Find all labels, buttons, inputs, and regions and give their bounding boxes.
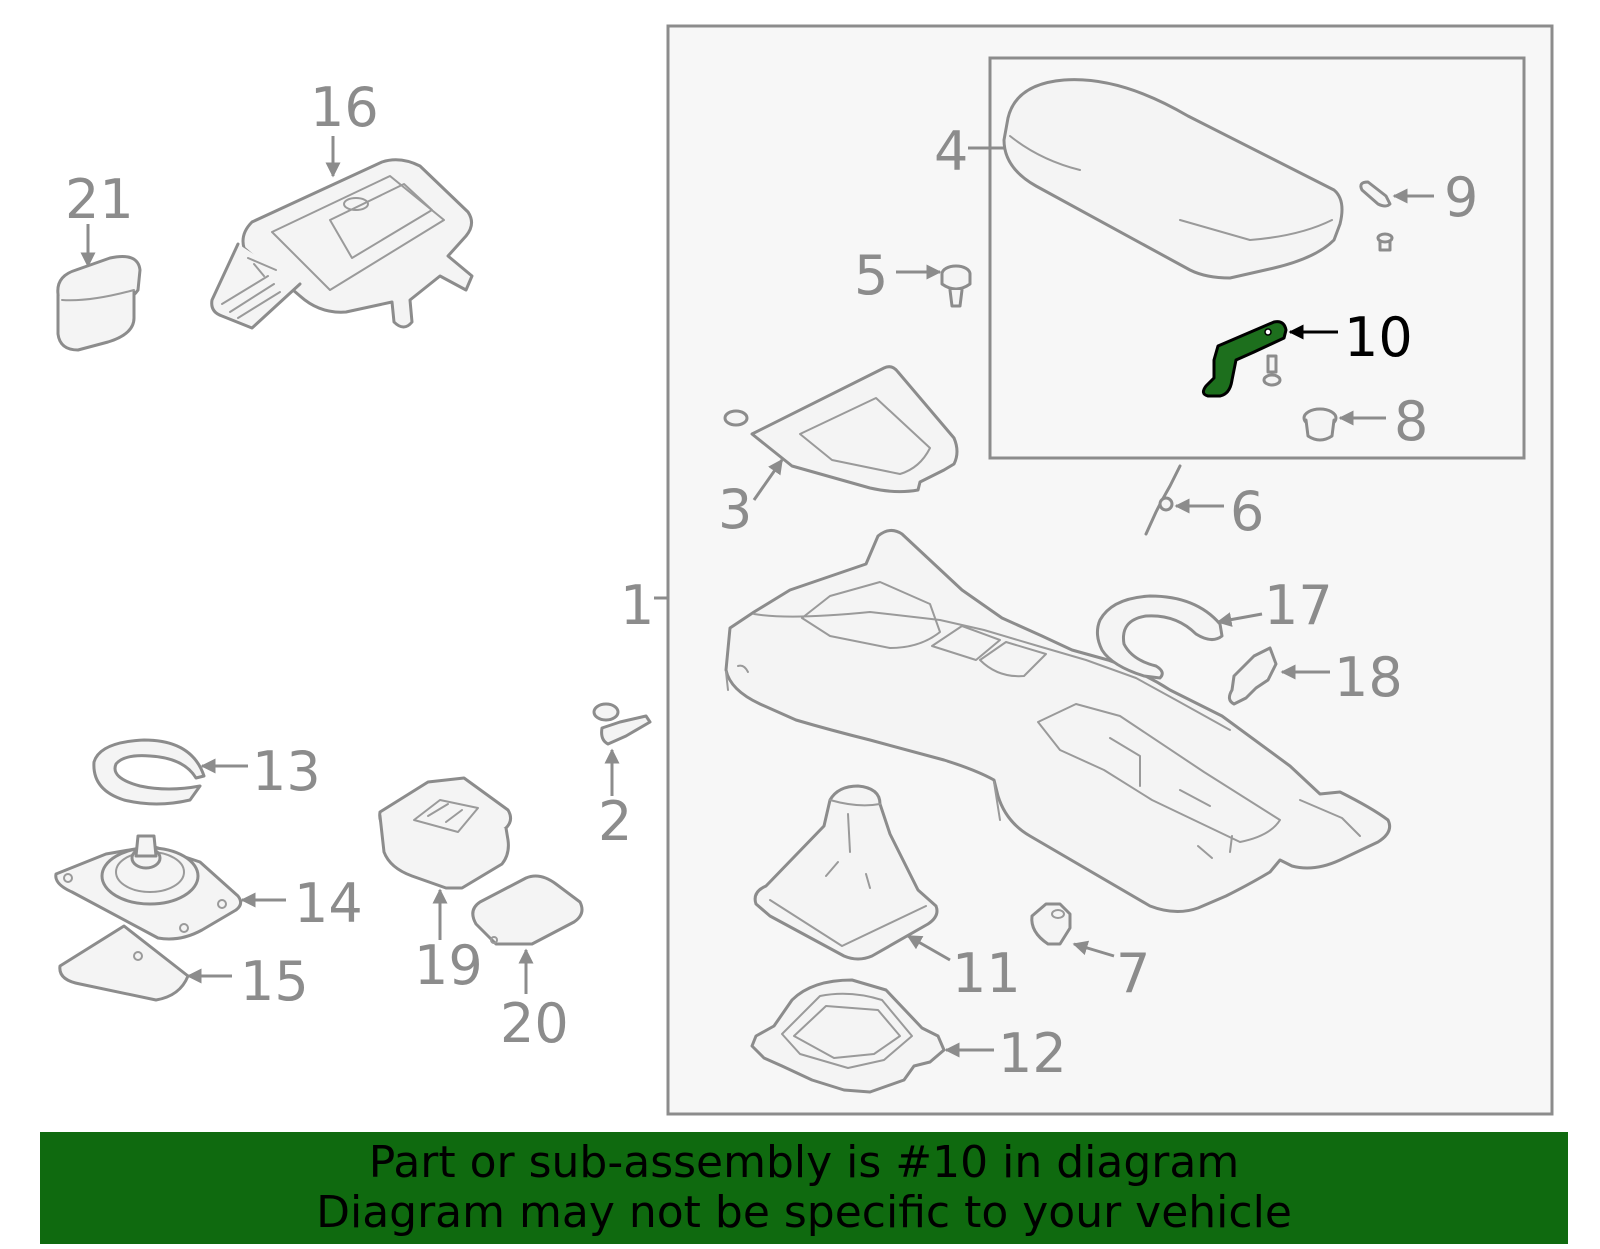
part-20-lid[interactable] (471, 874, 584, 946)
part-9-clip[interactable] (1359, 180, 1394, 252)
part-19-tray[interactable] (378, 776, 513, 890)
part-12-bezel[interactable] (750, 978, 946, 1094)
part-4-armrest-lid[interactable] (1002, 78, 1344, 280)
part-13-ring[interactable] (92, 738, 206, 806)
callout-9: 9 (1444, 166, 1478, 229)
callout-14: 14 (294, 872, 363, 935)
callout-2: 2 (598, 790, 632, 853)
callout-1: 1 (620, 574, 654, 637)
leader-17 (1216, 612, 1263, 627)
callout-21: 21 (65, 168, 134, 231)
part-18-plate[interactable] (1227, 646, 1278, 706)
callout-15: 15 (240, 950, 309, 1013)
callout-19: 19 (414, 934, 483, 997)
part-3-panel[interactable] (723, 365, 959, 494)
callout-17: 17 (1264, 574, 1333, 637)
callout-20: 20 (500, 992, 569, 1055)
part-5-bolt[interactable] (940, 264, 972, 308)
part-14-shift-base[interactable] (54, 834, 243, 941)
part-17-boot-ring[interactable] (1095, 594, 1224, 680)
callout-3: 3 (718, 478, 752, 541)
part-7-clip[interactable] (1030, 902, 1072, 946)
banner-line-2: Diagram may not be specific to your vehi… (316, 1187, 1292, 1238)
callout-12: 12 (998, 1022, 1067, 1085)
callout-18: 18 (1334, 646, 1403, 709)
part-6-wire[interactable] (1144, 464, 1182, 536)
part-2-screw[interactable] (592, 702, 652, 746)
callout-8: 8 (1394, 390, 1428, 453)
callout-16: 16 (310, 76, 379, 139)
part-15-plate[interactable] (58, 924, 190, 1002)
callout-7: 7 (1116, 942, 1150, 1005)
callout-11: 11 (952, 942, 1021, 1005)
callout-13: 13 (252, 740, 321, 803)
part-8-grommet[interactable] (1302, 407, 1338, 442)
banner-line-1: Part or sub-assembly is #10 in diagram (368, 1137, 1240, 1188)
part-11-shift-boot[interactable] (753, 784, 939, 961)
part-21-cap[interactable] (56, 255, 142, 352)
callout-10: 10 (1344, 306, 1413, 369)
info-banner: Part or sub-assembly is #10 in diagram D… (40, 1132, 1568, 1244)
leader-11 (906, 934, 951, 962)
callout-4: 4 (934, 120, 968, 183)
callout-5: 5 (854, 244, 888, 307)
part-10-bracket[interactable] (1201, 320, 1288, 398)
part-16-console-cover[interactable] (210, 158, 474, 330)
leader-7 (1072, 940, 1115, 958)
callout-6: 6 (1230, 480, 1264, 543)
leader-3 (752, 458, 784, 501)
